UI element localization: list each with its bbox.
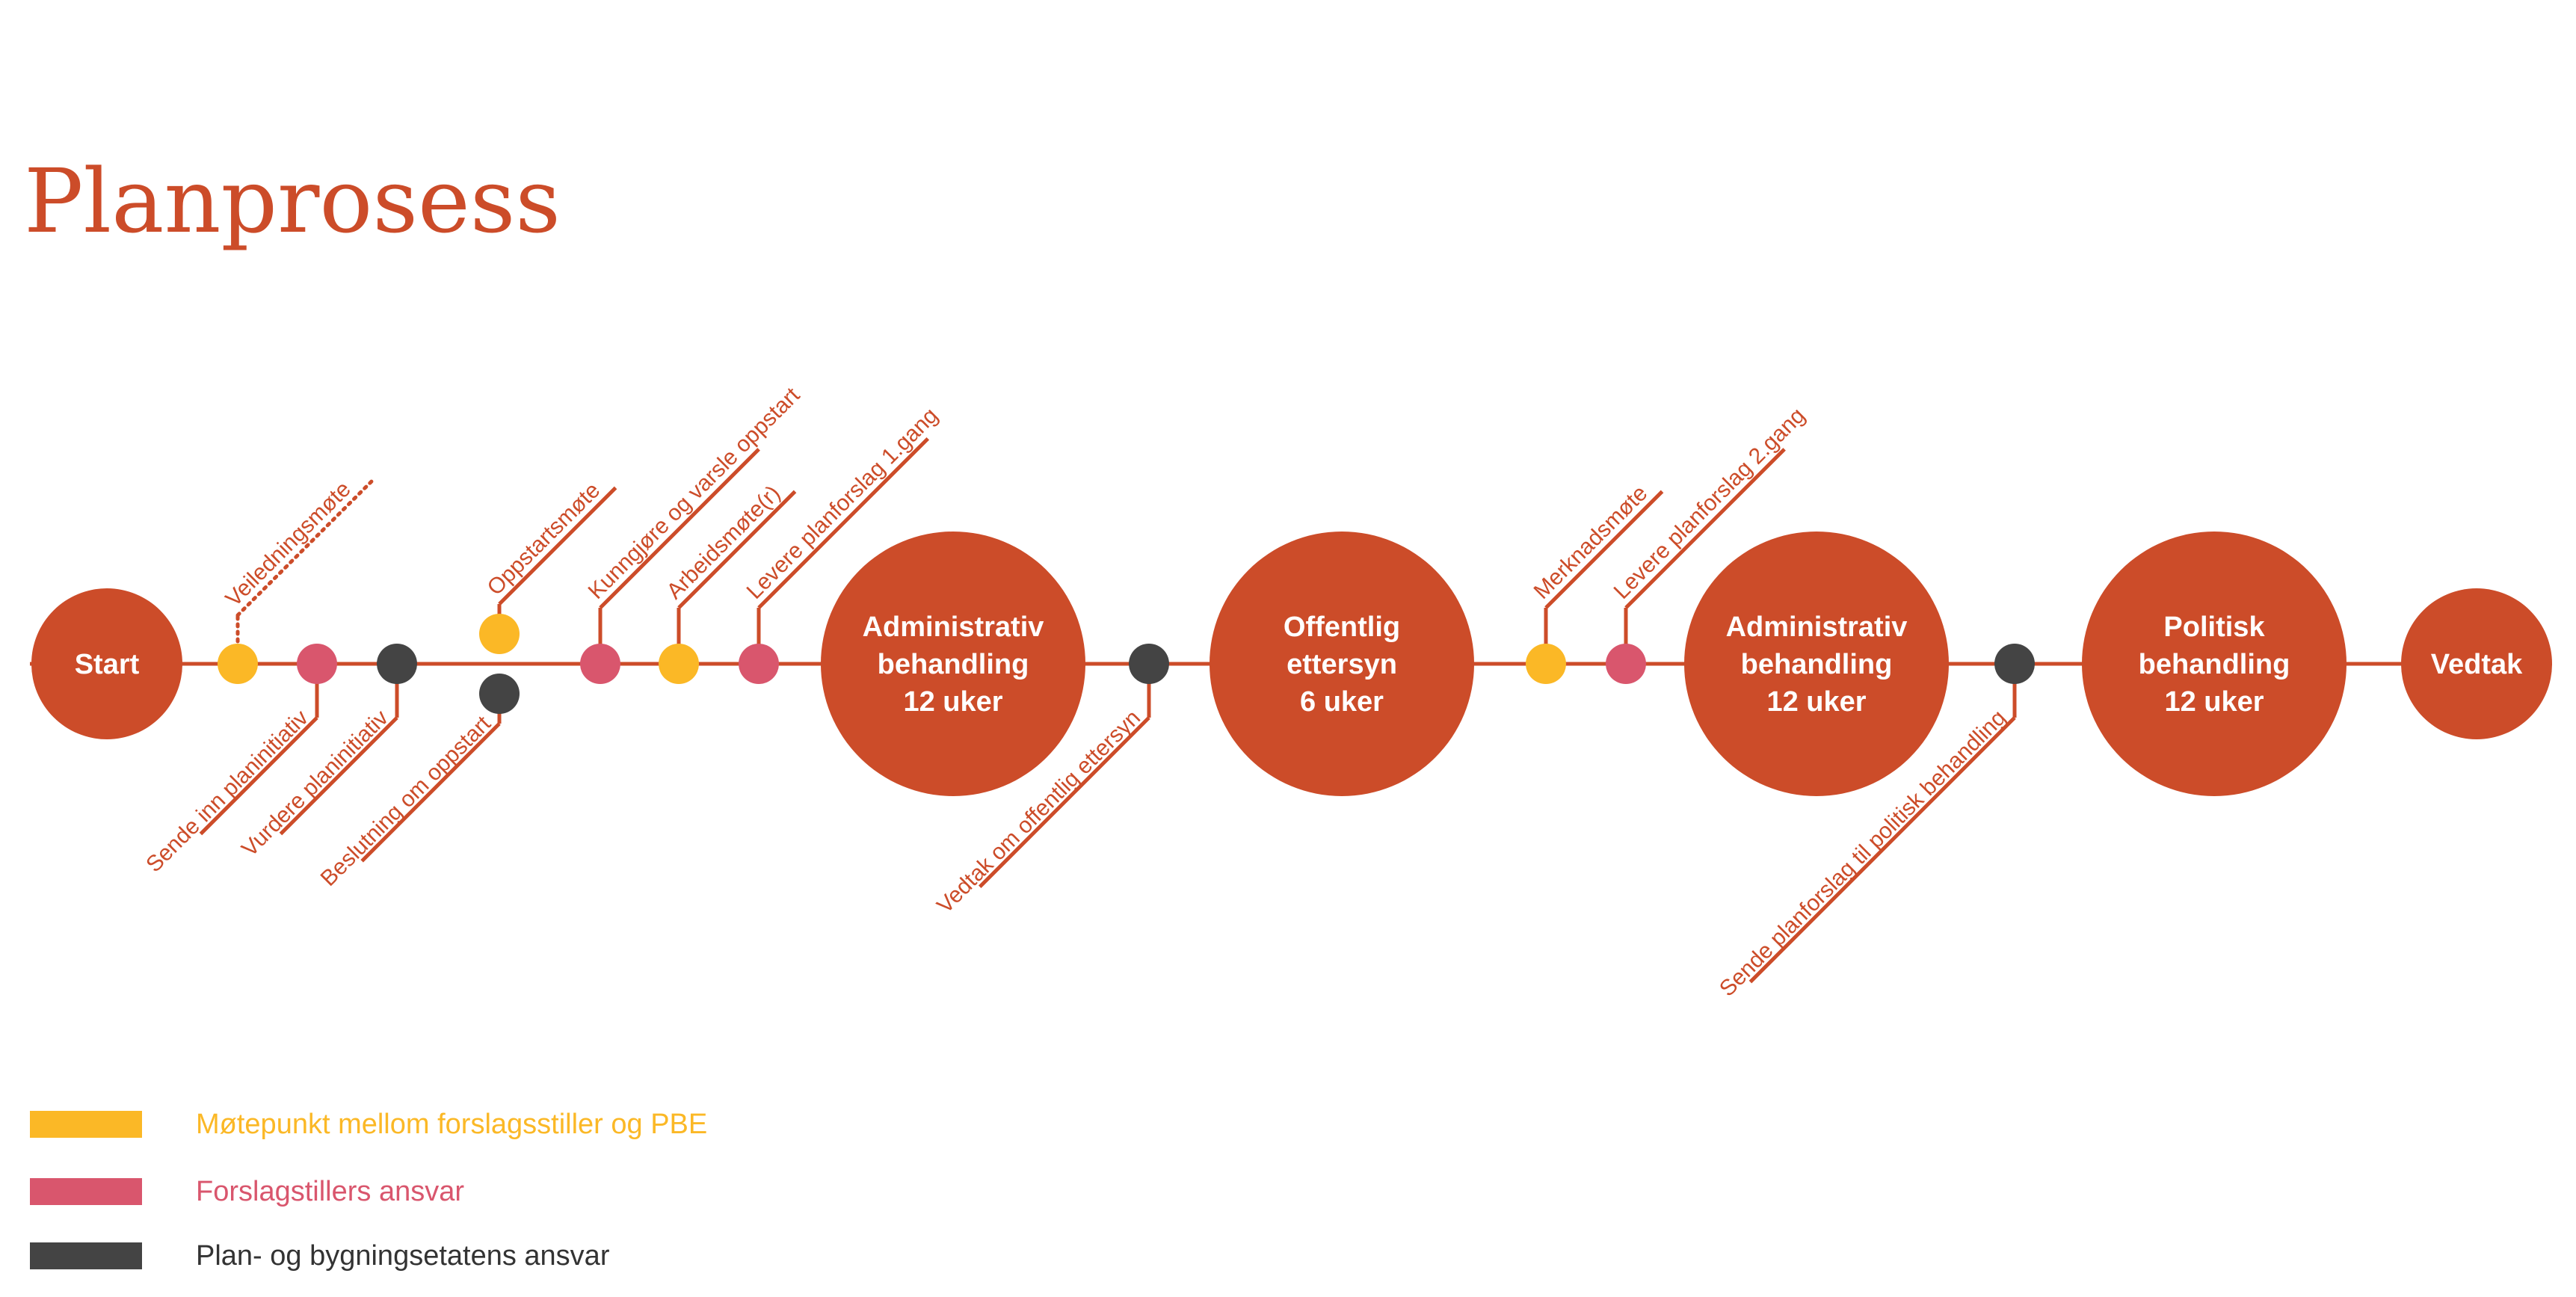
stage-circle-admin2: [1684, 532, 1949, 796]
step-branch-kunngjore: [599, 448, 760, 609]
stage-label-politisk-0: Politisk: [2163, 611, 2265, 643]
stage-label-admin2-0: Administrativ: [1726, 611, 1908, 643]
legend-swatch-agency: [30, 1242, 142, 1269]
stage-circle-start: [31, 588, 182, 739]
legend-item-meeting: Møtepunkt mellom forslagsstiller og PBE: [30, 1108, 707, 1141]
legend-item-applicant: Forslagstillers ansvar: [30, 1175, 464, 1208]
stage-politisk: Politisk behandling 12 uker: [2082, 532, 2347, 796]
stage-label-admin1-1: behandling: [878, 649, 1029, 680]
page-title: Planprosess: [24, 150, 561, 253]
stage-label-offentlig-1: ettersyn: [1287, 649, 1397, 680]
step-branch-sende-politisk: [1748, 716, 2016, 984]
step-dot-oppstartsmote: [479, 614, 520, 654]
legend-item-agency: Plan- og bygningsetatens ansvar: [30, 1239, 609, 1272]
step-label-veiledningsmote: Veiledningsmøte: [221, 477, 356, 611]
stage-offentlig: Offentlig ettersyn 6 uker: [1210, 532, 1474, 796]
stage-admin2: Administrativ behandling 12 uker: [1684, 532, 1949, 796]
step-dot-vedtak-ettersyn: [1129, 644, 1169, 684]
legend-label-agency: Plan- og bygningsetatens ansvar: [196, 1239, 610, 1272]
stage-circle-offentlig: [1210, 532, 1474, 796]
step-oppstartsmote: Oppstartsmøte: [479, 478, 617, 654]
stage-label-offentlig-2: 6 uker: [1300, 686, 1384, 718]
step-branch-veiledningsmote: [235, 475, 378, 617]
stage-circle-vedtak: [2401, 588, 2552, 739]
legend-label-meeting: Møtepunkt mellom forslagsstiller og PBE: [196, 1108, 708, 1140]
stage-label-politisk-1: behandling: [2139, 649, 2290, 680]
legend-label-applicant: Forslagstillers ansvar: [196, 1175, 464, 1207]
stage-label-offentlig-0: Offentlig: [1284, 611, 1400, 643]
step-branch-vurdere: [279, 716, 398, 836]
step-label-sende-inn: Sende inn planinitiativ: [141, 706, 313, 878]
legend-swatch-applicant: [30, 1178, 142, 1205]
step-dot-levere2: [1606, 644, 1646, 684]
stage-label-politisk-2: 12 uker: [2164, 686, 2264, 718]
step-kunngjore: Kunngjøre og varsle oppstart: [580, 383, 805, 684]
step-label-oppstartsmote: Oppstartsmøte: [483, 478, 606, 600]
stage-label-admin2-2: 12 uker: [1766, 686, 1866, 718]
step-branch-levere1: [757, 437, 930, 609]
stage-label-vedtak-0: Vedtak: [2431, 649, 2523, 680]
step-branch-sende-inn: [199, 716, 318, 836]
step-dot-sende-politisk: [1994, 644, 2035, 684]
step-dot-levere1: [739, 644, 779, 684]
stage-start: Start: [31, 588, 182, 739]
step-dot-merknadsmote: [1526, 644, 1566, 684]
stage-admin1: Administrativ behandling 12 uker: [821, 532, 1085, 796]
stage-circle-admin1: [821, 532, 1085, 796]
stage-label-start-0: Start: [75, 649, 140, 680]
step-dot-beslutning: [479, 674, 520, 714]
step-branch-beslutning: [360, 722, 501, 863]
step-branch-arbeidsmote: [677, 490, 797, 609]
stage-label-admin1-2: 12 uker: [903, 686, 1002, 718]
step-dot-kunngjore: [580, 644, 620, 684]
step-dot-veiledningsmote: [218, 644, 258, 684]
stage-vedtak: Vedtak: [2401, 588, 2552, 739]
legend-swatch-meeting: [30, 1111, 142, 1138]
step-branch-levere2: [1624, 448, 1786, 609]
step-dot-arbeidsmote: [659, 644, 699, 684]
step-dot-sende-inn: [297, 644, 337, 684]
step-branch-oppstartsmote: [498, 486, 617, 606]
step-veiledningsmote: Veiledningsmøte: [218, 475, 378, 684]
step-dot-vurdere: [377, 644, 417, 684]
step-branch-merknadsmote: [1544, 490, 1664, 609]
stage-circle-politisk: [2082, 532, 2347, 796]
stage-label-admin2-1: behandling: [1741, 649, 1893, 680]
step-branch-vedtak-ettersyn: [978, 716, 1150, 889]
step-beslutning: Beslutning om oppstart: [316, 674, 520, 891]
stage-label-admin1-0: Administrativ: [863, 611, 1044, 643]
